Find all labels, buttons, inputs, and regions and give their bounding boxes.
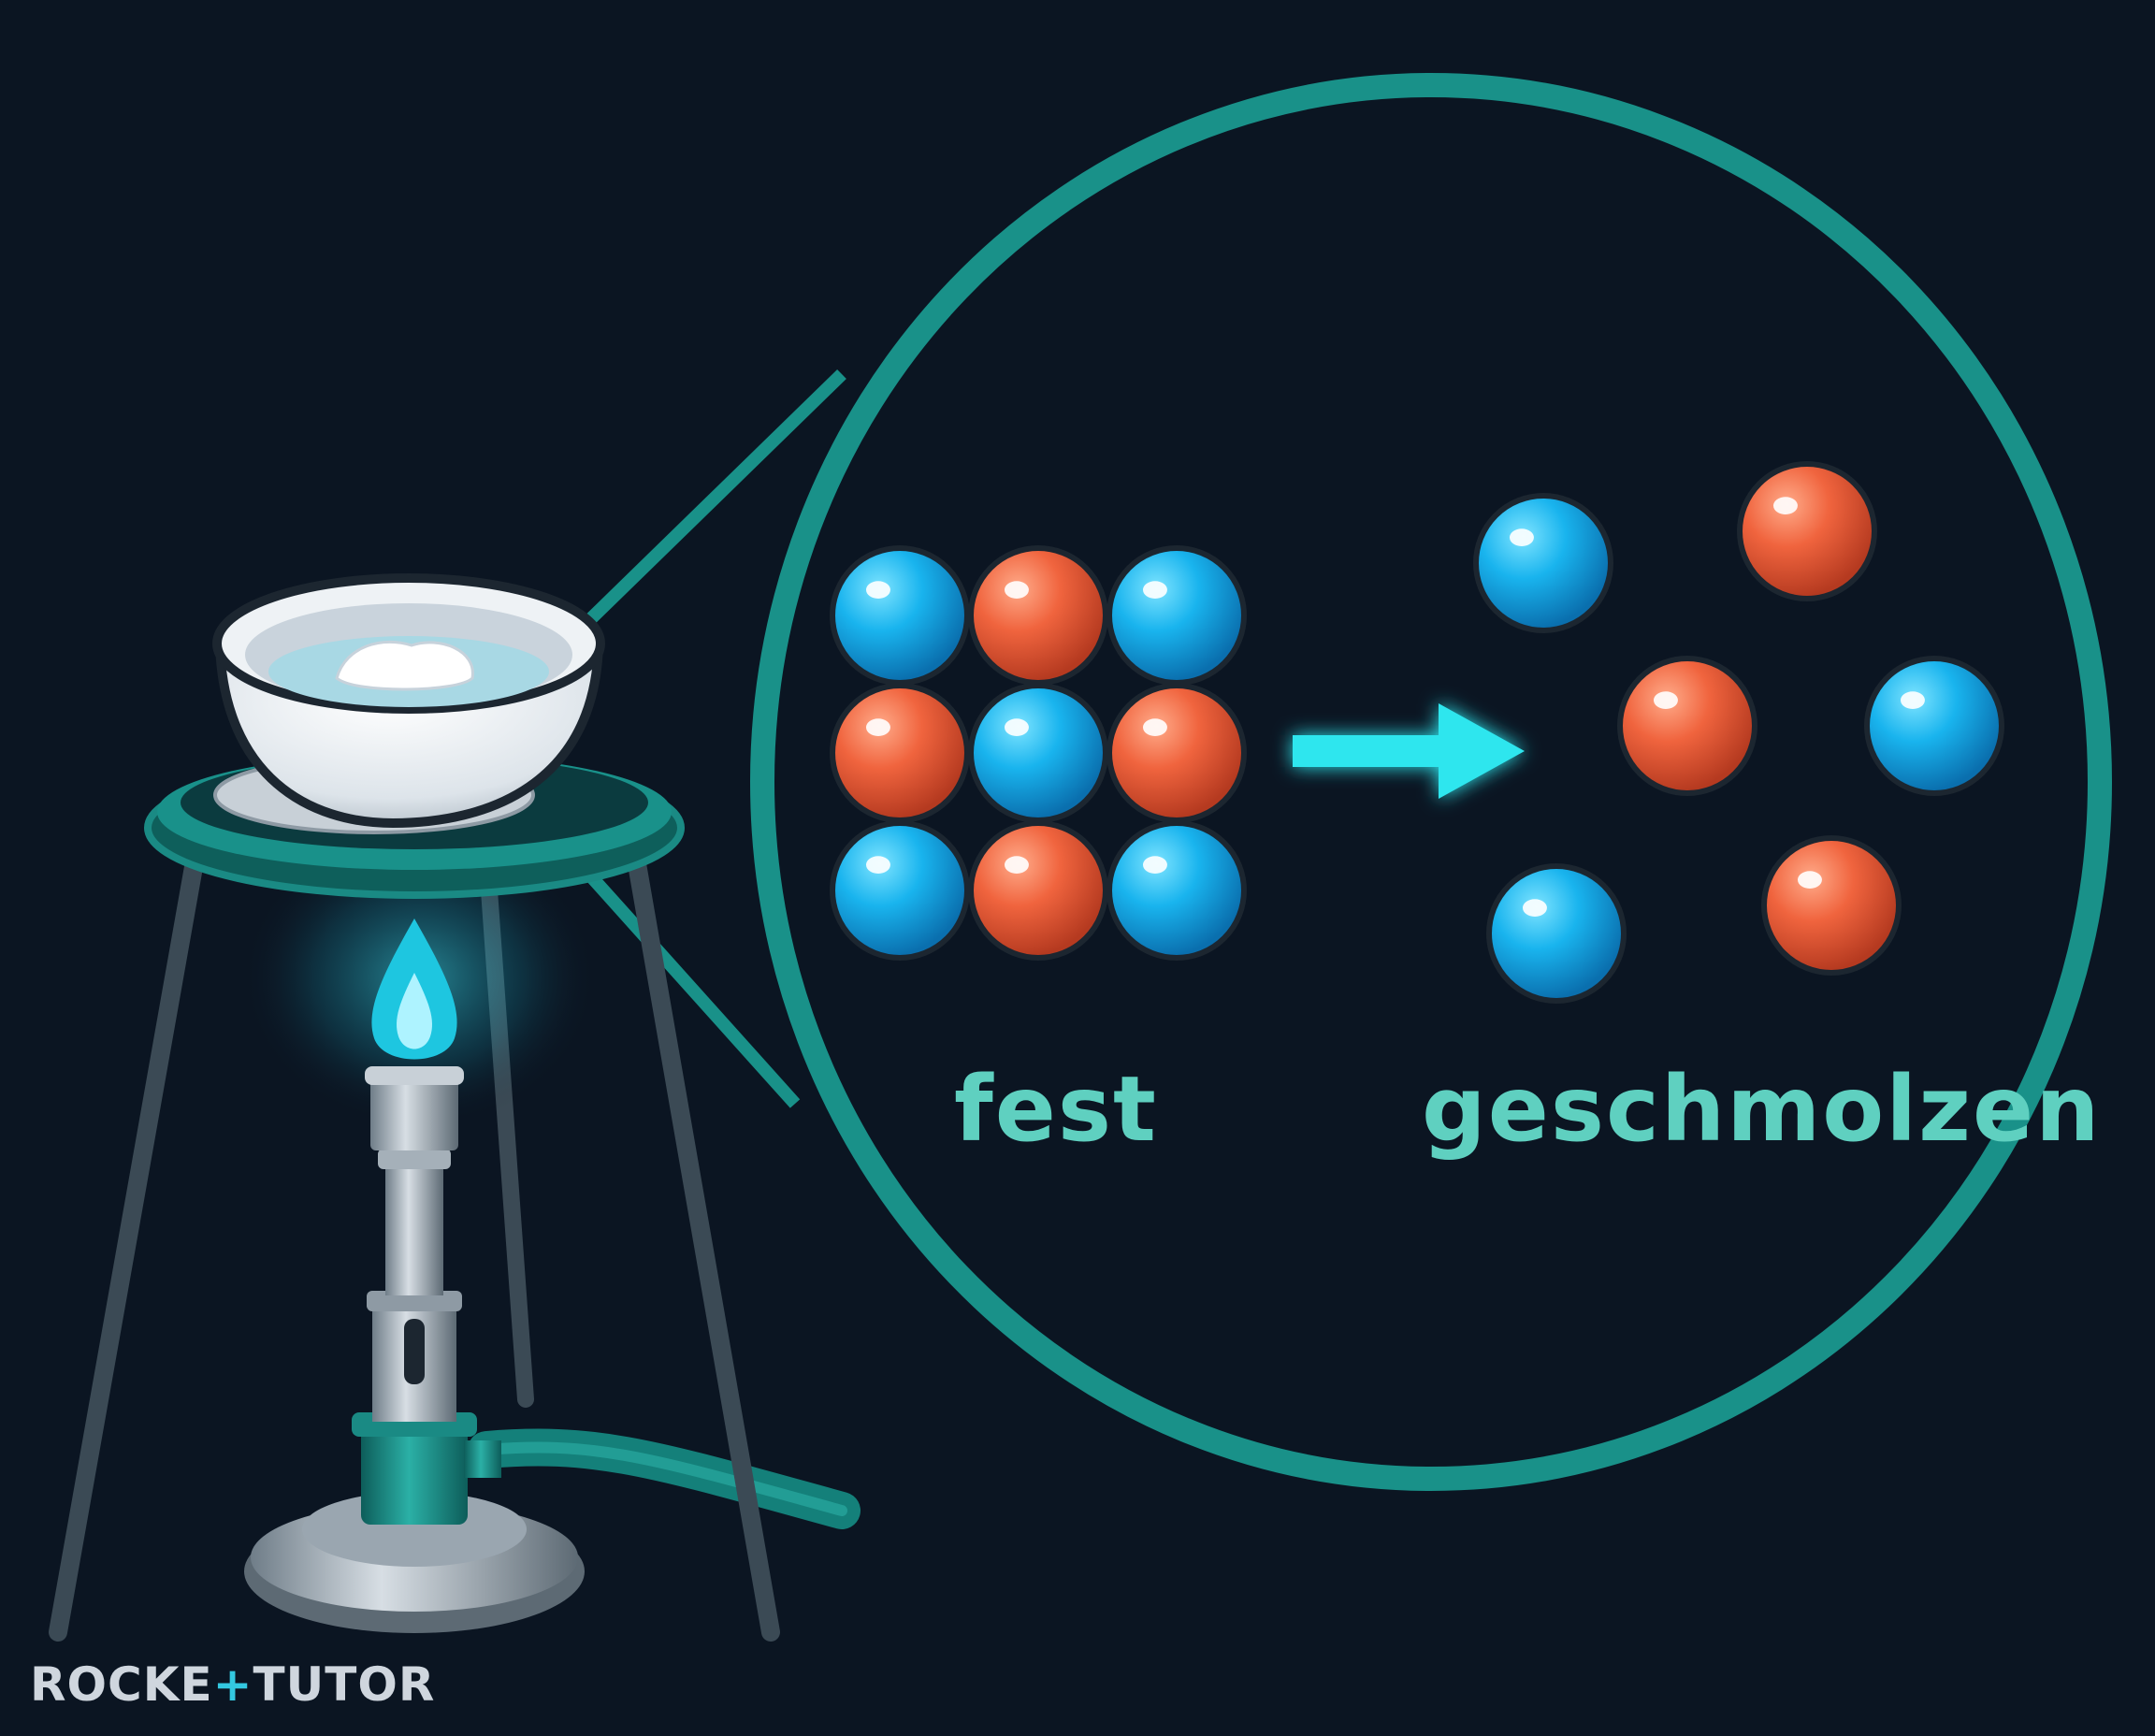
burner-collar (361, 1422, 468, 1525)
solid-particle-blue (830, 545, 970, 686)
air-slot (404, 1319, 425, 1384)
molten-particle-blue (1864, 656, 2004, 796)
burner-nozzle (370, 1076, 458, 1150)
bunsen-burner (244, 1066, 861, 1633)
solid-particle-orange (968, 820, 1108, 961)
label-molten: geschmolzen (1422, 1057, 2102, 1162)
brand-logo: ROCKE+TUTOR (30, 1657, 435, 1712)
solid-particle-blue (968, 683, 1108, 823)
brand-part-2: TUTOR (253, 1657, 436, 1712)
flame (371, 919, 457, 1060)
solid-particle-orange (968, 545, 1108, 686)
solid-particle-blue (1106, 545, 1247, 686)
molten-particle-orange (1761, 835, 1902, 976)
solid-particle-grid (830, 545, 1247, 961)
tripod-leg-right (627, 849, 780, 1642)
magnifier-circle (750, 73, 2112, 1491)
molten-particle-blue (1473, 493, 1613, 633)
solid-particle-orange (1106, 683, 1247, 823)
solid-particle-blue (830, 820, 970, 961)
solid-particle-orange (830, 683, 970, 823)
evaporating-dish (212, 573, 605, 829)
molten-particle-blue (1486, 863, 1627, 1004)
molten-particle-orange (1737, 461, 1877, 601)
solid-particle-blue (1106, 820, 1247, 961)
molten-particle-orange (1617, 656, 1757, 796)
tripod-leg-left (49, 842, 206, 1642)
molten-particles (1473, 461, 2004, 1004)
solid-substance (335, 640, 474, 691)
burner-barrel (385, 1160, 443, 1295)
brand-part-1: ROCKE (30, 1657, 213, 1712)
label-solid: fest (954, 1057, 1158, 1162)
transition-arrow (1293, 703, 1525, 799)
brand-accent: + (212, 1657, 253, 1712)
